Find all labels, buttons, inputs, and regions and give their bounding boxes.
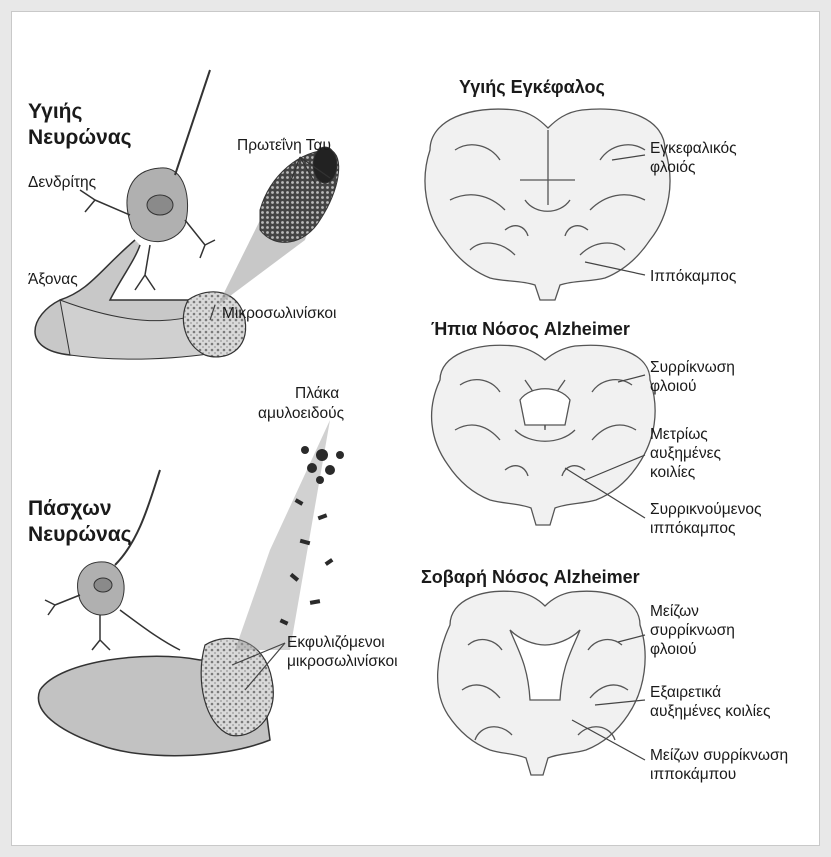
dendrite-label: Δενδρίτης	[28, 174, 96, 192]
severe-alzheimer-title: Σοβαρή Νόσος Alzheimer	[421, 566, 640, 588]
diseased-neuron-title-line1: Πάσχων	[28, 497, 112, 521]
mild-cortex-shrink-label-line2: φλοιού	[650, 378, 696, 396]
amyloid-plaque-label-line1: Πλάκα	[295, 385, 339, 403]
severe-ventricles-label-line2: αυξημένες κοιλίες	[650, 703, 770, 721]
diseased-neuron-title-line2: Νευρώνας	[28, 523, 132, 547]
tau-protein-label: Πρωτεΐνη Ταυ	[237, 137, 331, 155]
severe-cortex-shrink-label-line2: συρρίκνωση	[650, 622, 735, 640]
severe-hippocampus-label-line2: ιπποκάμπου	[650, 766, 736, 784]
severe-hippocampus-label-line1: Μείζων συρρίκνωση	[650, 747, 788, 765]
severe-brain	[438, 591, 645, 775]
healthy-neuron-title-line1: Υγιής	[28, 100, 82, 124]
diseased-neuron	[38, 420, 344, 756]
disintegrating-microtubules-label-line2: μικροσωλινίσκοι	[287, 653, 398, 671]
amyloid-plaque-label-line2: αμυλοειδούς	[258, 405, 344, 423]
mild-alzheimer-title: Ήπια Νόσος Alzheimer	[431, 318, 630, 340]
microtubules-label: Μικροσωλινίσκοι	[222, 305, 337, 323]
mild-brain	[432, 345, 656, 525]
mild-ventricles-label-line3: κοιλίες	[650, 464, 695, 482]
mild-ventricles-label-line2: αυξημένες	[650, 445, 721, 463]
severe-cortex-shrink-label-line3: φλοιού	[650, 641, 696, 659]
mild-cortex-shrink-label-line1: Συρρίκνωση	[650, 359, 735, 377]
healthy-brain	[425, 109, 670, 300]
healthy-neuron-title-line2: Νευρώνας	[28, 126, 132, 150]
hippocampus-label: Ιππόκαμπος	[650, 268, 736, 286]
healthy-brain-title: Υγιής Εγκέφαλος	[459, 76, 605, 98]
cerebral-cortex-label-line1: Εγκεφαλικός	[650, 140, 737, 158]
severe-cortex-shrink-label-line1: Μείζων	[650, 603, 699, 621]
severe-ventricles-label-line1: Εξαιρετικά	[650, 684, 721, 702]
disintegrating-microtubules-label-line1: Εκφυλιζόμενοι	[287, 634, 385, 652]
mild-hippocampus-label-line2: ιππόκαμπος	[650, 520, 735, 538]
axon-label: Άξονας	[28, 271, 78, 289]
mild-hippocampus-label-line1: Συρρικνούμενος	[650, 501, 761, 519]
cerebral-cortex-label-line2: φλοιός	[650, 159, 695, 177]
mild-ventricles-label-line1: Μετρίως	[650, 426, 708, 444]
